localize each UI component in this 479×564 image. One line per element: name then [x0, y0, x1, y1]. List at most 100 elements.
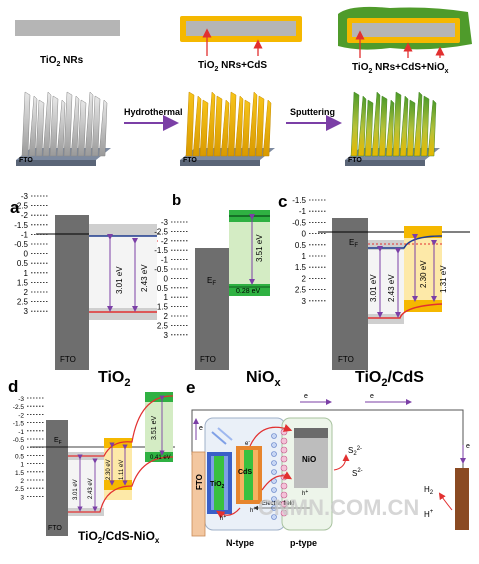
tick-label: -3	[21, 192, 29, 201]
tick-label: 0	[164, 274, 169, 283]
title-a: TiO2	[98, 369, 131, 389]
axis-c: -1.5-1-0.500.511.522.53	[292, 196, 326, 306]
gap-d-4: 1.11 eV	[119, 460, 125, 480]
tick-label: 1.5	[157, 303, 169, 312]
panel-letter-e: e	[186, 378, 195, 397]
cds-label-e: CdS	[238, 469, 252, 476]
hplus-label: H+	[424, 509, 434, 519]
gap-c-4: 1.31 eV	[439, 265, 448, 293]
tick-label: 2	[24, 288, 29, 297]
gap-b-1: 3.51 eV	[255, 234, 264, 262]
panel-a: a -3-2.5-2-1.5-1-0.500.511.522.53 FTO EF…	[10, 192, 160, 389]
fto-block-b	[195, 248, 229, 370]
s-label: S2-	[352, 468, 363, 478]
tio2-nanorod-cross-section	[15, 20, 120, 36]
ef-b: EF	[207, 276, 216, 287]
tick-label: 3	[164, 331, 169, 340]
panel-c: c -1.5-1-0.500.511.522.53 FTO EF 3.01 eV…	[278, 192, 470, 389]
cds-array: FTO	[180, 91, 275, 166]
electric-field-label: Electric field	[262, 501, 294, 507]
tick-label: 0	[24, 250, 29, 259]
panel-letter-a: a	[10, 198, 20, 217]
ef-c: EF	[349, 238, 358, 249]
gap-b-2: 0.28 eV	[236, 288, 260, 295]
fto-label-a: FTO	[60, 355, 76, 364]
tick-label: 1	[20, 462, 24, 469]
nio-array: FTO	[345, 91, 440, 166]
panel-d: d -3-2.5-2-1.5-1-0.500.511.522.53 FTO EF…	[8, 377, 175, 545]
tick-label: -1	[299, 207, 307, 216]
fto-block-c	[332, 218, 368, 370]
label-tio2-nrs: TiO2 NRs	[40, 55, 84, 68]
tio2-core	[186, 21, 296, 36]
gap-d-5: 3.51 eV	[151, 416, 158, 440]
fto-label-d: FTO	[48, 525, 62, 532]
fto-substrate-label: FTO	[348, 157, 362, 164]
tio2-label-e: TiO2	[210, 481, 225, 490]
tick-label: -2.5	[14, 202, 28, 211]
tick-label: 0	[302, 230, 307, 239]
fto-block-a	[55, 215, 89, 370]
gap-a-1: 3.01 eV	[115, 266, 124, 294]
tio2-core-2	[352, 23, 455, 37]
tick-label: 2.5	[295, 286, 307, 295]
tick-label: 0	[20, 445, 24, 452]
tick-label: 1	[24, 269, 29, 278]
tick-label: -2	[21, 211, 29, 220]
title-d: TiO2/CdS-NiOx	[78, 529, 160, 545]
tick-label: 3	[24, 307, 29, 316]
tick-label: 0.5	[157, 284, 169, 293]
tick-label: -2	[18, 412, 24, 419]
gap-c-2: 2.43 eV	[387, 274, 396, 302]
watermark: CNMN.COM.CN	[258, 495, 419, 520]
fto-substrate-label: FTO	[19, 157, 33, 164]
tick-label: 0.5	[15, 453, 24, 460]
niox-cb-d	[145, 392, 173, 402]
tick-label: -1.5	[292, 196, 306, 205]
panel-letter-c: c	[278, 192, 287, 211]
fto-block-d	[46, 420, 68, 536]
gap-c-3: 2.30 eV	[419, 260, 428, 288]
tick-label: 0.5	[17, 259, 29, 268]
tio2-cb-a	[89, 224, 157, 236]
tick-label: 2	[302, 274, 307, 283]
tick-label: 2.5	[15, 486, 24, 493]
nio-h-label: h+	[302, 489, 308, 497]
tick-label: 0.5	[295, 241, 307, 250]
tick-label: -0.5	[154, 265, 168, 274]
axis-d: -3-2.5-2-1.5-1-0.500.511.522.53	[13, 396, 44, 501]
tick-label: -2	[161, 237, 169, 246]
p-type-label: p-type	[290, 538, 317, 548]
electron-label-3: e	[199, 425, 203, 432]
counter-electrode	[455, 468, 469, 530]
tick-label: -0.5	[14, 240, 28, 249]
tick-label: -1	[161, 256, 169, 265]
electron-label-2: e	[370, 393, 374, 400]
n-type-label: N-type	[226, 538, 254, 548]
label-tio2-cds-nio: TiO2 NRs+CdS+NiOx	[352, 62, 449, 75]
panel-letter-d: d	[8, 377, 18, 396]
tick-label: -1.5	[14, 221, 28, 230]
gap-a-2: 2.43 eV	[140, 264, 149, 292]
tio2-vb-c	[368, 314, 404, 324]
tio2-vb-a	[89, 308, 157, 320]
tick-label: -1.5	[13, 421, 25, 428]
title-b: NiOx	[246, 369, 281, 389]
hydrothermal-label: Hydrothermal	[124, 107, 183, 117]
tick-label: 3	[20, 494, 24, 501]
tick-label: -3	[161, 218, 169, 227]
tick-label: 2.5	[157, 321, 169, 330]
tio2-array: FTO	[16, 91, 111, 166]
tick-label: -1	[18, 429, 24, 436]
tick-label: -0.5	[13, 437, 25, 444]
sputtering-label: Sputtering	[290, 107, 335, 117]
fto-label-b: FTO	[200, 355, 216, 364]
cds-vb-d	[104, 480, 132, 490]
gap-d-1: 3.01 eV	[73, 479, 79, 500]
gap-d-3: 2.30 eV	[106, 459, 112, 480]
tick-label: -3	[18, 396, 24, 403]
tick-label: 1	[164, 293, 169, 302]
fto-label-e: FTO	[195, 474, 204, 490]
fto-label-c: FTO	[338, 355, 354, 364]
panel-letter-b: b	[172, 192, 181, 209]
